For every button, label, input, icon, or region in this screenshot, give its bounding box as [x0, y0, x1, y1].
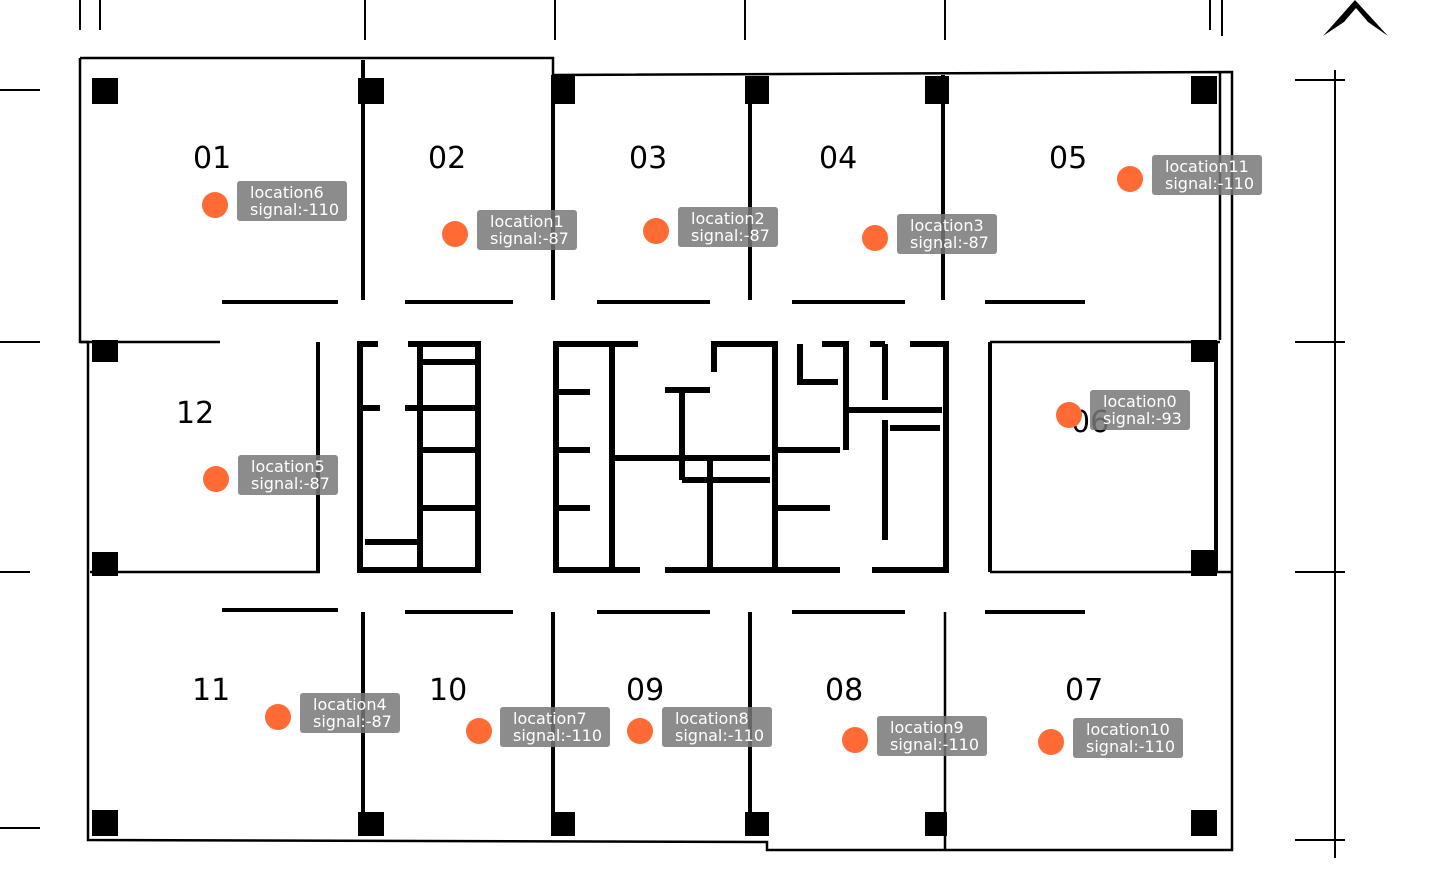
room-number-02: 02	[428, 141, 467, 176]
location-name: location10	[1086, 720, 1170, 739]
room-number-10: 10	[429, 673, 468, 708]
location-signal: signal:-110	[675, 726, 765, 745]
location-name: location3	[910, 216, 984, 235]
location-name: location4	[313, 695, 387, 714]
room-number-08: 08	[825, 673, 864, 708]
location-name: location0	[1103, 392, 1177, 411]
north-arrow-icon	[1323, 0, 1388, 36]
room-number-03: 03	[629, 141, 668, 176]
dimension-lines	[0, 0, 1345, 858]
location-marker[interactable]	[265, 704, 291, 730]
location-signal: signal:-87	[251, 474, 330, 493]
location-marker[interactable]	[862, 225, 888, 251]
location-marker[interactable]	[627, 718, 653, 744]
location-name: location8	[675, 709, 749, 728]
interior-walls	[222, 60, 1218, 832]
location-signal: signal:-110	[890, 735, 980, 754]
location-signal: signal:-110	[513, 726, 603, 745]
columns	[92, 76, 1217, 836]
location-name: location6	[250, 183, 324, 202]
location-signal: signal:-93	[1103, 409, 1182, 428]
location-marker[interactable]	[1056, 402, 1082, 428]
location-marker[interactable]	[643, 218, 669, 244]
location-name: location7	[513, 709, 587, 728]
location-signal: signal:-110	[1165, 174, 1255, 193]
room-number-12: 12	[176, 396, 215, 431]
room-number-05: 05	[1049, 141, 1088, 176]
room-number-01: 01	[193, 141, 232, 176]
location-marker[interactable]	[202, 192, 228, 218]
room-number-04: 04	[819, 141, 858, 176]
location-marker[interactable]	[1038, 729, 1064, 755]
location-marker[interactable]	[842, 727, 868, 753]
building-core	[357, 341, 949, 573]
room-number-07: 07	[1065, 673, 1104, 708]
location-name: location11	[1165, 157, 1249, 176]
location-name: location5	[251, 457, 325, 476]
location-signal: signal:-87	[691, 226, 770, 245]
location-marker[interactable]	[442, 221, 468, 247]
location-signal: signal:-87	[910, 233, 989, 252]
location-name: location9	[890, 718, 964, 737]
location-marker[interactable]	[1117, 166, 1143, 192]
room-number-09: 09	[626, 673, 665, 708]
location-name: location1	[490, 212, 564, 231]
location-marker[interactable]	[466, 718, 492, 744]
location-signal: signal:-87	[490, 229, 569, 248]
location-signal: signal:-87	[313, 712, 392, 731]
room-number-11: 11	[192, 673, 231, 708]
location-marker[interactable]	[203, 466, 229, 492]
location-name: location2	[691, 209, 765, 228]
location-signal: signal:-110	[1086, 737, 1176, 756]
location-signal: signal:-110	[250, 200, 340, 219]
